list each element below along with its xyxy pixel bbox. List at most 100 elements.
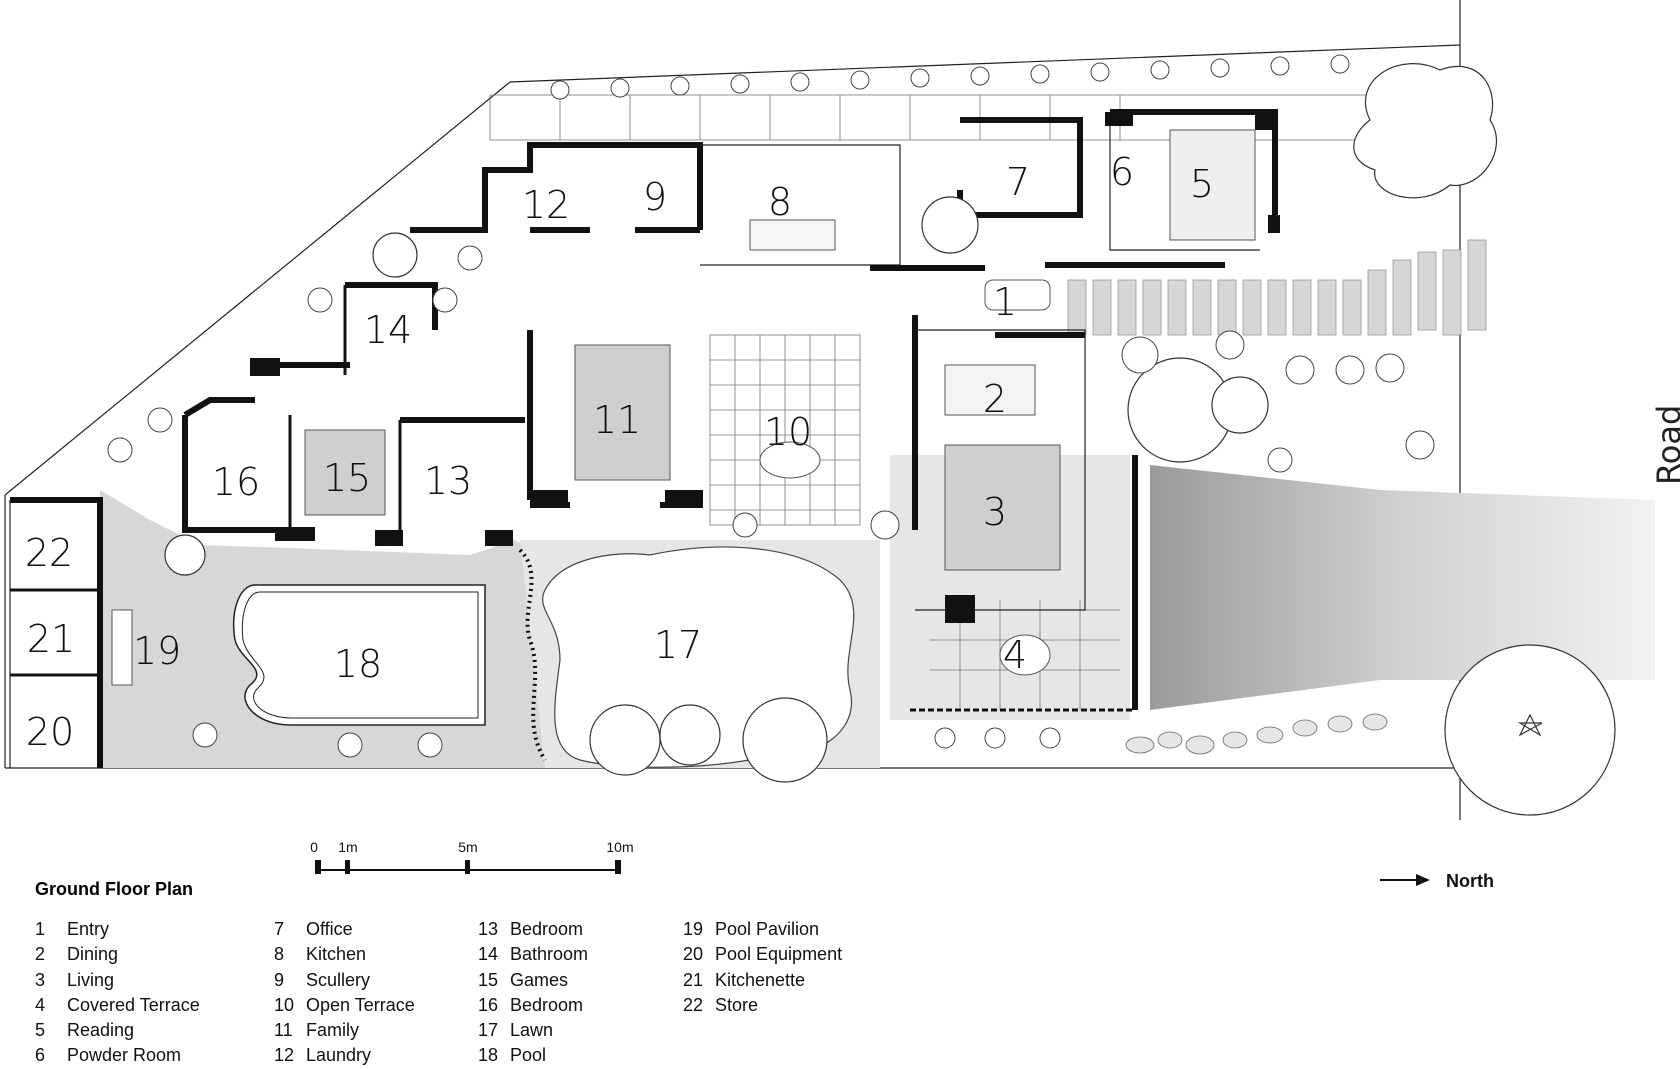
legend-item-name: Entry (67, 919, 110, 939)
legend-item: 17 Lawn (478, 1018, 588, 1043)
legend-item-number: 17 (478, 1020, 499, 1041)
legend-item-number: 18 (478, 1045, 499, 1066)
legend-item-name: Pool (510, 1045, 547, 1066)
legend-item-number: 13 (478, 919, 499, 939)
room-number-14: 14 (364, 308, 412, 352)
legend-item-number: 19 (683, 919, 704, 939)
legend-item-number: 7 (274, 919, 285, 939)
north-arrow: North (1380, 871, 1494, 891)
room-number-20: 20 (26, 710, 74, 754)
room-number-3: 3 (983, 490, 1007, 534)
room-number-17: 17 (654, 623, 702, 667)
legend-item: 6 Powder Room (35, 1043, 200, 1068)
legend-item-name: Reading (67, 1020, 135, 1041)
legend-item-name: Covered Terrace (67, 994, 200, 1015)
legend-item-number: 5 (35, 1020, 46, 1041)
legend-item: 14 Bathroom (478, 942, 588, 967)
room-number-8: 8 (768, 180, 792, 224)
legend-item-name: Store (715, 994, 759, 1015)
scale-tick-1m: 1m (338, 839, 357, 855)
legend-item-number: 11 (274, 1020, 293, 1041)
scale-bar: 0 1m 5m 10m (310, 839, 634, 874)
legend-item-number: 6 (35, 1045, 46, 1066)
scale-tick-10m: 10m (606, 839, 633, 855)
legend-item: 5 Reading (35, 1018, 200, 1043)
arrow-right-icon (1416, 874, 1430, 886)
legend-item: 21 Kitchenette (683, 968, 842, 993)
room-number-7: 7 (1006, 160, 1030, 204)
legend-item-name: Laundry (306, 1045, 372, 1066)
legend-item-number: 22 (683, 994, 704, 1015)
legend-item-number: 8 (274, 944, 285, 965)
legend-item-name: Living (67, 969, 115, 990)
legend-item-name: Kitchenette (715, 969, 806, 990)
entry-pavers (1067, 239, 1487, 336)
room-number-22: 22 (25, 531, 73, 575)
room-number-1: 1 (993, 280, 1017, 324)
legend-item-name: Lawn (510, 1020, 554, 1041)
legend-item-name: Bathroom (510, 944, 589, 965)
legend-item: 12 Laundry (274, 1043, 415, 1068)
room-number-21: 21 (27, 617, 75, 661)
legend-item: 8 Kitchen (274, 942, 415, 967)
building-walls (9, 109, 1280, 768)
legend-item-number: 12 (274, 1045, 295, 1066)
legend-item-name: Games (510, 969, 569, 990)
legend-item-name: Scullery (306, 969, 371, 990)
legend-item-number: 9 (274, 969, 285, 990)
legend-item-number: 16 (478, 994, 499, 1015)
legend-item: 19 Pool Pavilion (683, 917, 842, 942)
room-number-5: 5 (1190, 162, 1214, 206)
road-label: Road (1650, 405, 1680, 485)
legend-item-name: Dining (67, 944, 119, 965)
room-number-4: 4 (1003, 633, 1027, 677)
room-number-18: 18 (334, 642, 382, 686)
legend-item-name: Pool Pavilion (715, 919, 820, 939)
legend-item-number: 3 (35, 969, 46, 990)
room-number-19: 19 (133, 629, 181, 673)
room-number-10: 10 (764, 410, 812, 454)
north-label: North (1446, 871, 1494, 891)
legend-item-name: Office (306, 919, 353, 939)
legend-item: 15 Games (478, 968, 588, 993)
legend-item: 18 Pool (478, 1043, 588, 1068)
legend-item-number: 2 (35, 944, 46, 965)
room-number-16: 16 (212, 460, 260, 504)
room-number-15: 15 (323, 456, 371, 500)
legend-item-number: 15 (478, 969, 499, 990)
legend-item-name: Pool Equipment (715, 944, 843, 965)
legend-item: 3 Living (35, 968, 200, 993)
vegetation (107, 54, 1616, 816)
room-number-6: 6 (1110, 150, 1134, 194)
room-number-11: 11 (593, 398, 641, 442)
scale-tick-5m: 5m (458, 839, 477, 855)
legend-column-4: 19 Pool Pavilion 20 Pool Equipment 21 Kitchen… (683, 917, 842, 1018)
room-number-12: 12 (522, 183, 570, 227)
pool (233, 584, 486, 726)
legend-item-name: Kitchen (306, 944, 367, 965)
legend-item: 9 Scullery (274, 968, 415, 993)
legend-item: 13 Bedroom (478, 917, 588, 942)
plan-title: Ground Floor Plan (35, 879, 193, 899)
room-number-9: 9 (643, 175, 667, 219)
legend-item-name: Bedroom (510, 919, 584, 939)
legend-item-number: 21 (683, 969, 704, 990)
room-number-13: 13 (424, 459, 472, 503)
legend-item-number: 4 (35, 994, 46, 1015)
room-numbers: 1 2 3 4 5 6 7 8 9 10 11 12 13 14 15 16 1… (25, 150, 1214, 754)
furniture (111, 129, 1256, 686)
legend-item-name: Open Terrace (306, 994, 415, 1015)
legend-item: 2 Dining (35, 942, 200, 967)
legend-item: 4 Covered Terrace (35, 993, 200, 1018)
legend-item-name: Powder Room (67, 1045, 182, 1066)
legend-item-number: 20 (683, 944, 704, 965)
legend-item-number: 14 (478, 944, 499, 965)
